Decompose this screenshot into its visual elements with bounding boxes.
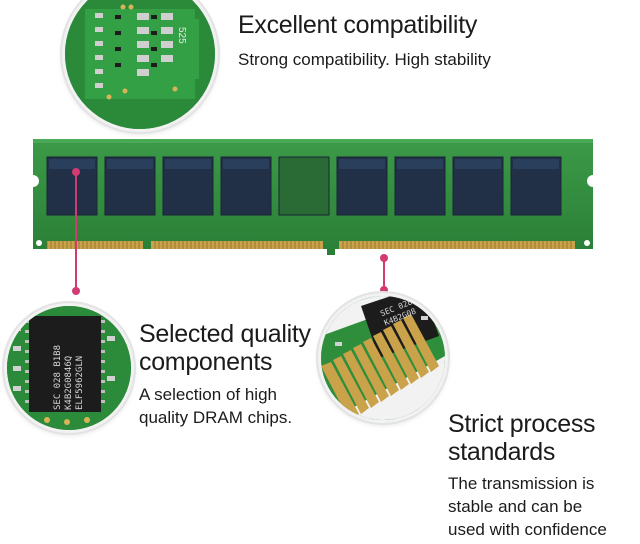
- feature-title-standards-line1: Strict process: [448, 410, 596, 438]
- left-chip-marking-2: K4B2G0846Q: [64, 355, 74, 410]
- left-chip-marking-1: SEC 028 B1B8: [53, 344, 63, 410]
- feature-title-standards-line2: standards: [448, 438, 556, 466]
- zoom-circle-right: SEC 028 K4B2G08: [318, 293, 448, 423]
- feature-title-components-line1: Selected quality: [139, 320, 311, 348]
- gold-contacts-closeup: [321, 296, 445, 420]
- feature-title-standards: Strict process standards: [448, 410, 596, 466]
- feature-title-compatibility: Excellent compatibility: [238, 11, 478, 39]
- ram-module-graphic: [33, 139, 593, 255]
- ram-module: [27, 137, 599, 259]
- feature-desc-standards-line1: The transmission is: [448, 474, 595, 493]
- feature-desc-components-line1: A selection of high: [139, 385, 277, 404]
- pointer-dot-left-top: [72, 168, 80, 176]
- pointer-dot-right-bottom: [380, 286, 388, 294]
- feature-desc-compatibility: Strong compatibility. High stability: [238, 50, 491, 69]
- pointer-dot-left-bottom: [72, 287, 80, 295]
- feature-title-components-line2: components: [139, 348, 273, 376]
- pointer-dot-right-top: [380, 254, 388, 262]
- feature-desc-components: A selection of high quality DRAM chips.: [139, 383, 292, 429]
- zoom-circle-left: SEC 028 B1B8 K4B2G0846Q ELF5962GLN: [4, 303, 134, 433]
- left-chip-markings: SEC 028 B1B8 K4B2G0846Q ELF5962GLN: [53, 318, 86, 410]
- marking-525: 525: [176, 27, 187, 44]
- feature-desc-standards-line3: used with confidence: [448, 520, 607, 539]
- pointer-line-left: [75, 172, 77, 290]
- zoom-circle-top: 525: [62, 0, 218, 132]
- feature-desc-standards-line2: stable and can be: [448, 497, 583, 516]
- dram-chip-closeup: [7, 306, 131, 430]
- left-chip-marking-3: ELF5962GLN: [75, 355, 85, 410]
- feature-title-components: Selected quality components: [139, 320, 311, 376]
- pcb-closeup-top: [65, 0, 215, 129]
- feature-desc-standards: The transmission is stable and can be us…: [448, 472, 607, 541]
- pointer-line-right: [383, 258, 385, 290]
- feature-desc-components-line2: quality DRAM chips.: [139, 408, 293, 427]
